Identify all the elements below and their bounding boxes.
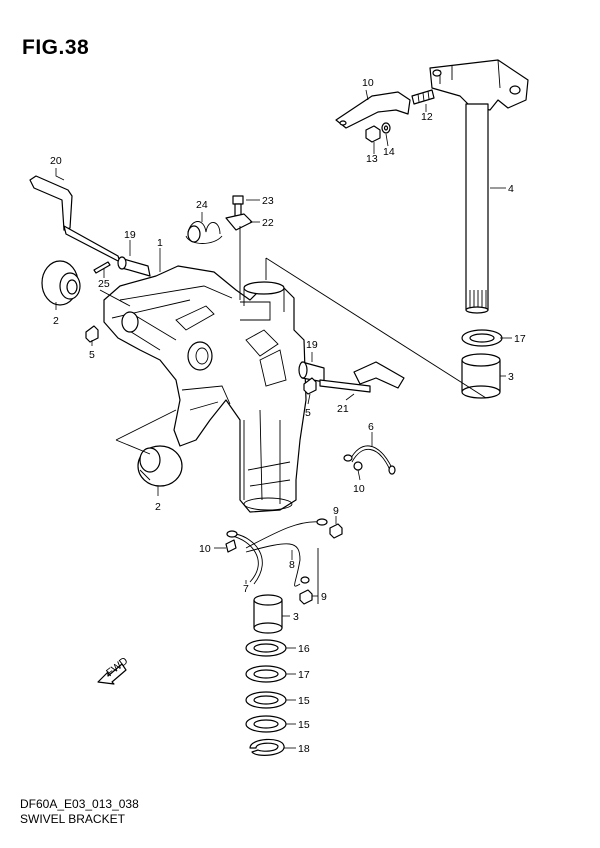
callout-23[interactable]: 23 [262,195,274,207]
part-8-ground-wire[interactable] [245,518,328,587]
callout-12[interactable]: 12 [421,111,433,123]
callout-5-right[interactable]: 5 [305,407,311,419]
part-22-clip[interactable] [225,213,253,231]
part-11-bracket[interactable] [335,91,411,129]
part-1-swivel-bracket[interactable] [103,265,307,513]
callout-14[interactable]: 14 [383,146,395,158]
callout-5-left[interactable]: 5 [89,349,95,361]
part-14-washer[interactable] [381,122,391,134]
assembly-guides [99,226,487,604]
part-3-bushing-upper[interactable] [461,353,501,399]
callout-17-lower[interactable]: 17 [298,669,310,681]
callout-21[interactable]: 21 [337,403,349,415]
part-10-bolt-lower[interactable] [225,539,237,553]
callout-8[interactable]: 8 [289,559,295,571]
part-5-grease-nipple-right[interactable] [303,377,317,395]
callout-10-upper[interactable]: 10 [353,483,365,495]
callout-19-upper[interactable]: 19 [124,229,136,241]
drawing-code: DF60A_E03_013_038 [20,797,139,811]
callout-17-upper[interactable]: 17 [514,333,526,345]
callout-11[interactable]: 10 [362,77,374,89]
callout-2-upper[interactable]: 2 [53,315,59,327]
part-10-bolt-upper[interactable] [353,461,363,471]
part-25-cotter-pin[interactable] [93,261,111,274]
callout-19-lower[interactable]: 19 [306,339,318,351]
part-23-bolt[interactable] [232,195,244,217]
part-6-ground-wire[interactable] [343,445,396,475]
callout-3-lower[interactable]: 3 [293,611,299,623]
part-15-washer-lower[interactable] [245,715,287,733]
part-15-washer-upper[interactable] [245,691,287,709]
part-24-spring[interactable] [185,221,223,244]
part-2-bushing-upper[interactable] [41,260,81,306]
callout-16[interactable]: 16 [298,643,310,655]
part-5-grease-nipple-left[interactable] [85,325,99,343]
part-18-snap-ring[interactable] [249,738,285,756]
part-21-lever[interactable] [319,361,405,393]
callout-4[interactable]: 4 [508,183,514,195]
callout-22[interactable]: 22 [262,217,274,229]
part-17-washer-lower[interactable] [245,665,287,683]
fwd-arrow-icon: FWD [97,655,131,685]
part-19-pin-upper[interactable] [117,256,151,277]
part-4-steering-shaft[interactable] [429,59,529,314]
part-9-bolt-lower[interactable] [299,589,313,605]
figure-title: FIG.38 [22,36,90,59]
callout-13[interactable]: 13 [366,153,378,165]
callout-25[interactable]: 25 [98,278,110,290]
callout-3-upper[interactable]: 3 [508,371,514,383]
figure-caption: SWIVEL BRACKET [20,812,125,826]
part-19-pin-lower[interactable] [298,361,325,383]
part-17-washer-upper[interactable] [461,329,503,347]
callout-2-lower[interactable]: 2 [155,501,161,513]
callout-1[interactable]: 1 [157,237,163,249]
callout-6[interactable]: 6 [368,421,374,433]
part-9-bolt-upper[interactable] [329,523,343,539]
part-7-ground-wire[interactable] [226,530,263,585]
callout-7[interactable]: 7 [243,583,249,595]
callout-15-lower[interactable]: 15 [298,719,310,731]
leader-lines [55,89,512,749]
callout-18[interactable]: 18 [298,743,310,755]
callout-24[interactable]: 24 [196,199,208,211]
callout-9-lower[interactable]: 9 [321,591,327,603]
part-3-bushing-lower[interactable] [253,594,283,634]
callout-labels: 20 10 12 13 14 4 23 22 24 19 1 25 2 5 17… [50,77,526,755]
callout-9-upper[interactable]: 9 [333,505,339,517]
callout-10-lower[interactable]: 10 [199,543,211,555]
callout-20[interactable]: 20 [50,155,62,167]
part-2-bushing-lower[interactable] [137,445,183,487]
part-20-tilt-lever[interactable] [29,175,121,263]
part-12-bolt[interactable] [411,89,435,105]
callout-15-upper[interactable]: 15 [298,695,310,707]
part-16-washer[interactable] [245,639,287,657]
part-13-nut[interactable] [365,125,381,143]
